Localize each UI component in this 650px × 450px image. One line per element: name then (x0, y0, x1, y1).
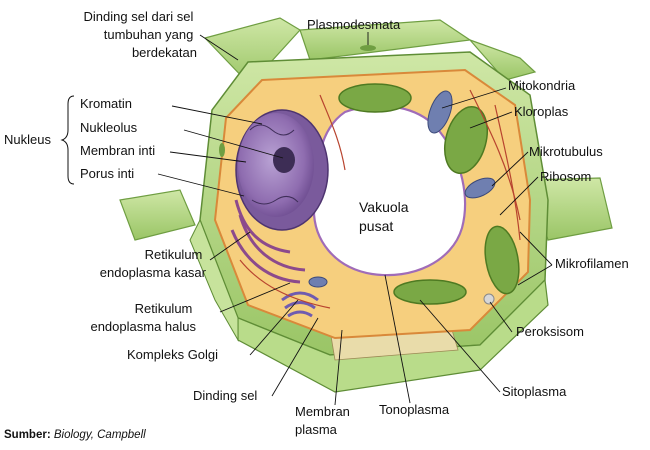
label-cell-wall: Dinding sel (193, 388, 257, 403)
plasmodesmata (219, 45, 376, 157)
label-nuclear-pore: Porus inti (80, 166, 134, 181)
label-chloroplast: Kloroplas (514, 104, 569, 119)
nucleus-bracket (60, 95, 75, 185)
chloroplasts (338, 83, 520, 305)
label-plasma-membrane: Membran plasma (295, 404, 354, 437)
source-text: Biology, Campbell (53, 429, 146, 441)
label-nucleolus: Nukleolus (80, 120, 138, 135)
label-plasmodesmata: Plasmodesmata (307, 17, 401, 32)
rough-er (230, 199, 306, 284)
nucleolus (273, 147, 295, 173)
label-cytoplasm: Sitoplasma (502, 384, 567, 399)
label-tonoplast: Tonoplasma (379, 402, 450, 417)
label-mitochondria: Mitokondria (508, 78, 576, 93)
label-chromatin: Kromatin (80, 96, 132, 111)
label-rough-er: Retikulum endoplasma kasar (100, 247, 207, 280)
source-prefix: Sumber: (4, 429, 51, 441)
label-central-vacuole: Vakuola pusat (359, 199, 412, 234)
leader-lines (157, 32, 553, 406)
label-microfilament: Mikrofilamen (555, 256, 629, 271)
label-nucleus: Nukleus (4, 132, 51, 147)
label-adjacent-wall: Dinding sel dari sel tumbuhan yang berde… (84, 9, 197, 60)
label-golgi: Kompleks Golgi (127, 347, 218, 362)
label-smooth-er: Retikulum endoplasma halus (90, 301, 196, 334)
label-peroxisome: Peroksisom (516, 324, 584, 339)
label-nuclear-membrane: Membran inti (80, 143, 155, 158)
cytoskeleton (239, 89, 521, 309)
neighbouring-cell-walls (119, 17, 613, 241)
golgi (281, 291, 319, 318)
nucleus (235, 109, 329, 231)
peroxisome (483, 293, 495, 305)
mitochondria (308, 90, 496, 288)
label-ribosome: Ribosom (540, 169, 591, 184)
source-caption: Sumber: Biology, Campbell (4, 429, 146, 441)
label-microtubule: Mikrotubulus (529, 144, 603, 159)
